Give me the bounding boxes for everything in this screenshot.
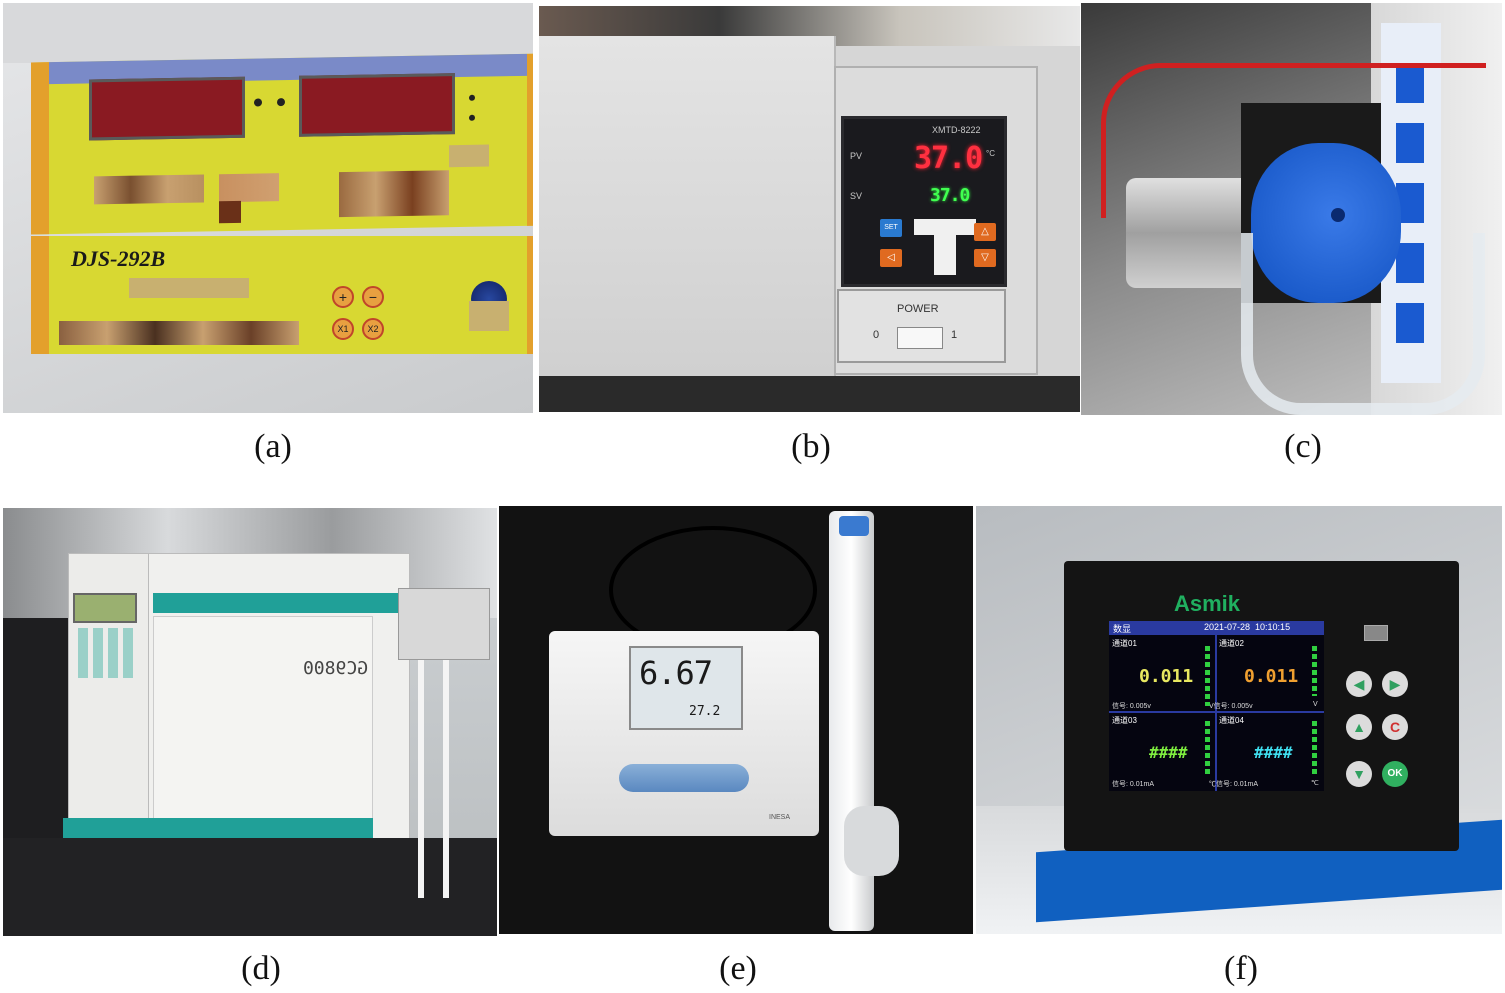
down-arrow-button[interactable]: ▽	[974, 249, 996, 267]
channel-3-label: 通道03	[1112, 716, 1137, 725]
pv-label: PV	[850, 151, 863, 161]
sv-label: SV	[850, 191, 863, 201]
power-label: POWER	[897, 303, 939, 315]
caption-f: (f)	[1224, 950, 1258, 987]
channel-1-signal: 信号: 0.005v	[1112, 703, 1151, 710]
power-on-label: 1	[951, 329, 958, 341]
channel-2-signal: V信号: 0.005v	[1209, 703, 1253, 710]
up-button[interactable]: ▲	[1346, 714, 1372, 740]
photo-a-conductivity-meter: DJS-292B + − X1 X2	[3, 3, 533, 413]
gc-keypad	[78, 628, 138, 678]
photo-e-ph-meter: 6.67 27.2 INESA	[499, 506, 973, 934]
channel-4-signal: ℃信号: 0.01mA	[1209, 781, 1259, 788]
power-switch[interactable]	[897, 327, 943, 349]
screen-header	[1109, 621, 1324, 635]
recorder-bezel: Asmik 数显 2021-07-28 10:10:15 通道01 通道02 通…	[1064, 561, 1459, 851]
caption-a: (a)	[254, 428, 292, 465]
photo-c-peristaltic-pump	[1081, 3, 1502, 415]
pv-display: 37.0	[914, 141, 983, 176]
channel-3-value: ####	[1149, 743, 1188, 762]
temp-reading: 27.2	[689, 704, 721, 719]
caption-c: (c)	[1284, 428, 1322, 465]
channel-2-label: 通道02	[1219, 639, 1244, 648]
temperature-controller: XMTD-8222 PV SV 37.0 37.0 °C SET ◁ △ ▽	[841, 116, 1007, 287]
photo-f-data-recorder: Asmik 数显 2021-07-28 10:10:15 通道01 通道02 通…	[976, 506, 1502, 934]
silicone-tube	[1241, 233, 1485, 415]
meter-control-panel: DJS-292B + − X1 X2	[31, 236, 533, 354]
gc-model-label: GC9800	[303, 658, 369, 679]
unit-label: °C	[986, 149, 995, 158]
channel-2-value: 0.011	[1244, 666, 1299, 687]
right-button[interactable]: ▶	[1382, 671, 1408, 697]
channel-3-signal: 信号: 0.01mA	[1112, 781, 1155, 788]
c-button[interactable]: C	[1382, 714, 1408, 740]
unit-v-label: V	[1313, 701, 1318, 708]
x2-button[interactable]: X2	[362, 318, 384, 340]
unit-c-label: ℃	[1311, 780, 1319, 787]
ph-reading: 6.67	[639, 654, 713, 692]
screen-title: 数显	[1113, 624, 1132, 634]
photo-b-water-bath: XMTD-8222 PV SV 37.0 37.0 °C SET ◁ △ ▽ P…	[539, 6, 1080, 412]
t-logo	[914, 219, 976, 235]
usb-port	[1364, 625, 1388, 641]
sv-display: 37.0	[930, 185, 970, 206]
controller-model: XMTD-8222	[932, 125, 981, 135]
tubing	[418, 638, 424, 898]
set-button[interactable]: SET	[880, 219, 902, 237]
caption-e: (e)	[719, 950, 757, 987]
channel-1-value: 0.011	[1139, 666, 1194, 687]
left-arrow-button[interactable]: ◁	[880, 249, 902, 267]
ok-button[interactable]: OK	[1382, 761, 1408, 787]
level-bars	[1205, 646, 1210, 706]
channel-4-label: 通道04	[1219, 716, 1244, 725]
red-wire	[1101, 63, 1486, 218]
screen-datetime: 2021-07-28 10:10:15	[1204, 622, 1291, 632]
caption-b: (b)	[791, 428, 831, 465]
x1-button[interactable]: X1	[332, 318, 354, 340]
bath-body	[539, 36, 836, 376]
power-off-label: 0	[873, 329, 880, 341]
minus-button[interactable]: −	[362, 286, 384, 308]
left-button[interactable]: ◀	[1346, 671, 1372, 697]
caption-d: (d)	[241, 950, 281, 987]
gc-lcd	[73, 593, 137, 623]
photo-d-gas-chromatograph: GC9800	[3, 508, 497, 936]
recorder-screen: 数显 2021-07-28 10:10:15 通道01 通道02 通道03 通道…	[1109, 621, 1324, 791]
ph-meter-screen: 6.67 27.2	[629, 646, 743, 730]
right-led-display	[299, 73, 455, 137]
channel-1-label: 通道01	[1112, 639, 1137, 648]
t-logo-stem	[934, 235, 956, 275]
plus-button[interactable]: +	[332, 286, 354, 308]
meter-display-panel	[31, 53, 533, 235]
down-button[interactable]: ▼	[1346, 761, 1372, 787]
left-led-display	[89, 76, 245, 141]
up-arrow-button[interactable]: △	[974, 223, 996, 241]
recorder-brand: Asmik	[1174, 591, 1241, 616]
model-label: DJS-292B	[71, 246, 166, 271]
ph-meter-brand: INESA	[769, 814, 791, 821]
ph-meter-keypad[interactable]	[619, 764, 749, 792]
power-panel: POWER 0 1	[837, 289, 1006, 363]
channel-4-value: ####	[1254, 743, 1293, 762]
